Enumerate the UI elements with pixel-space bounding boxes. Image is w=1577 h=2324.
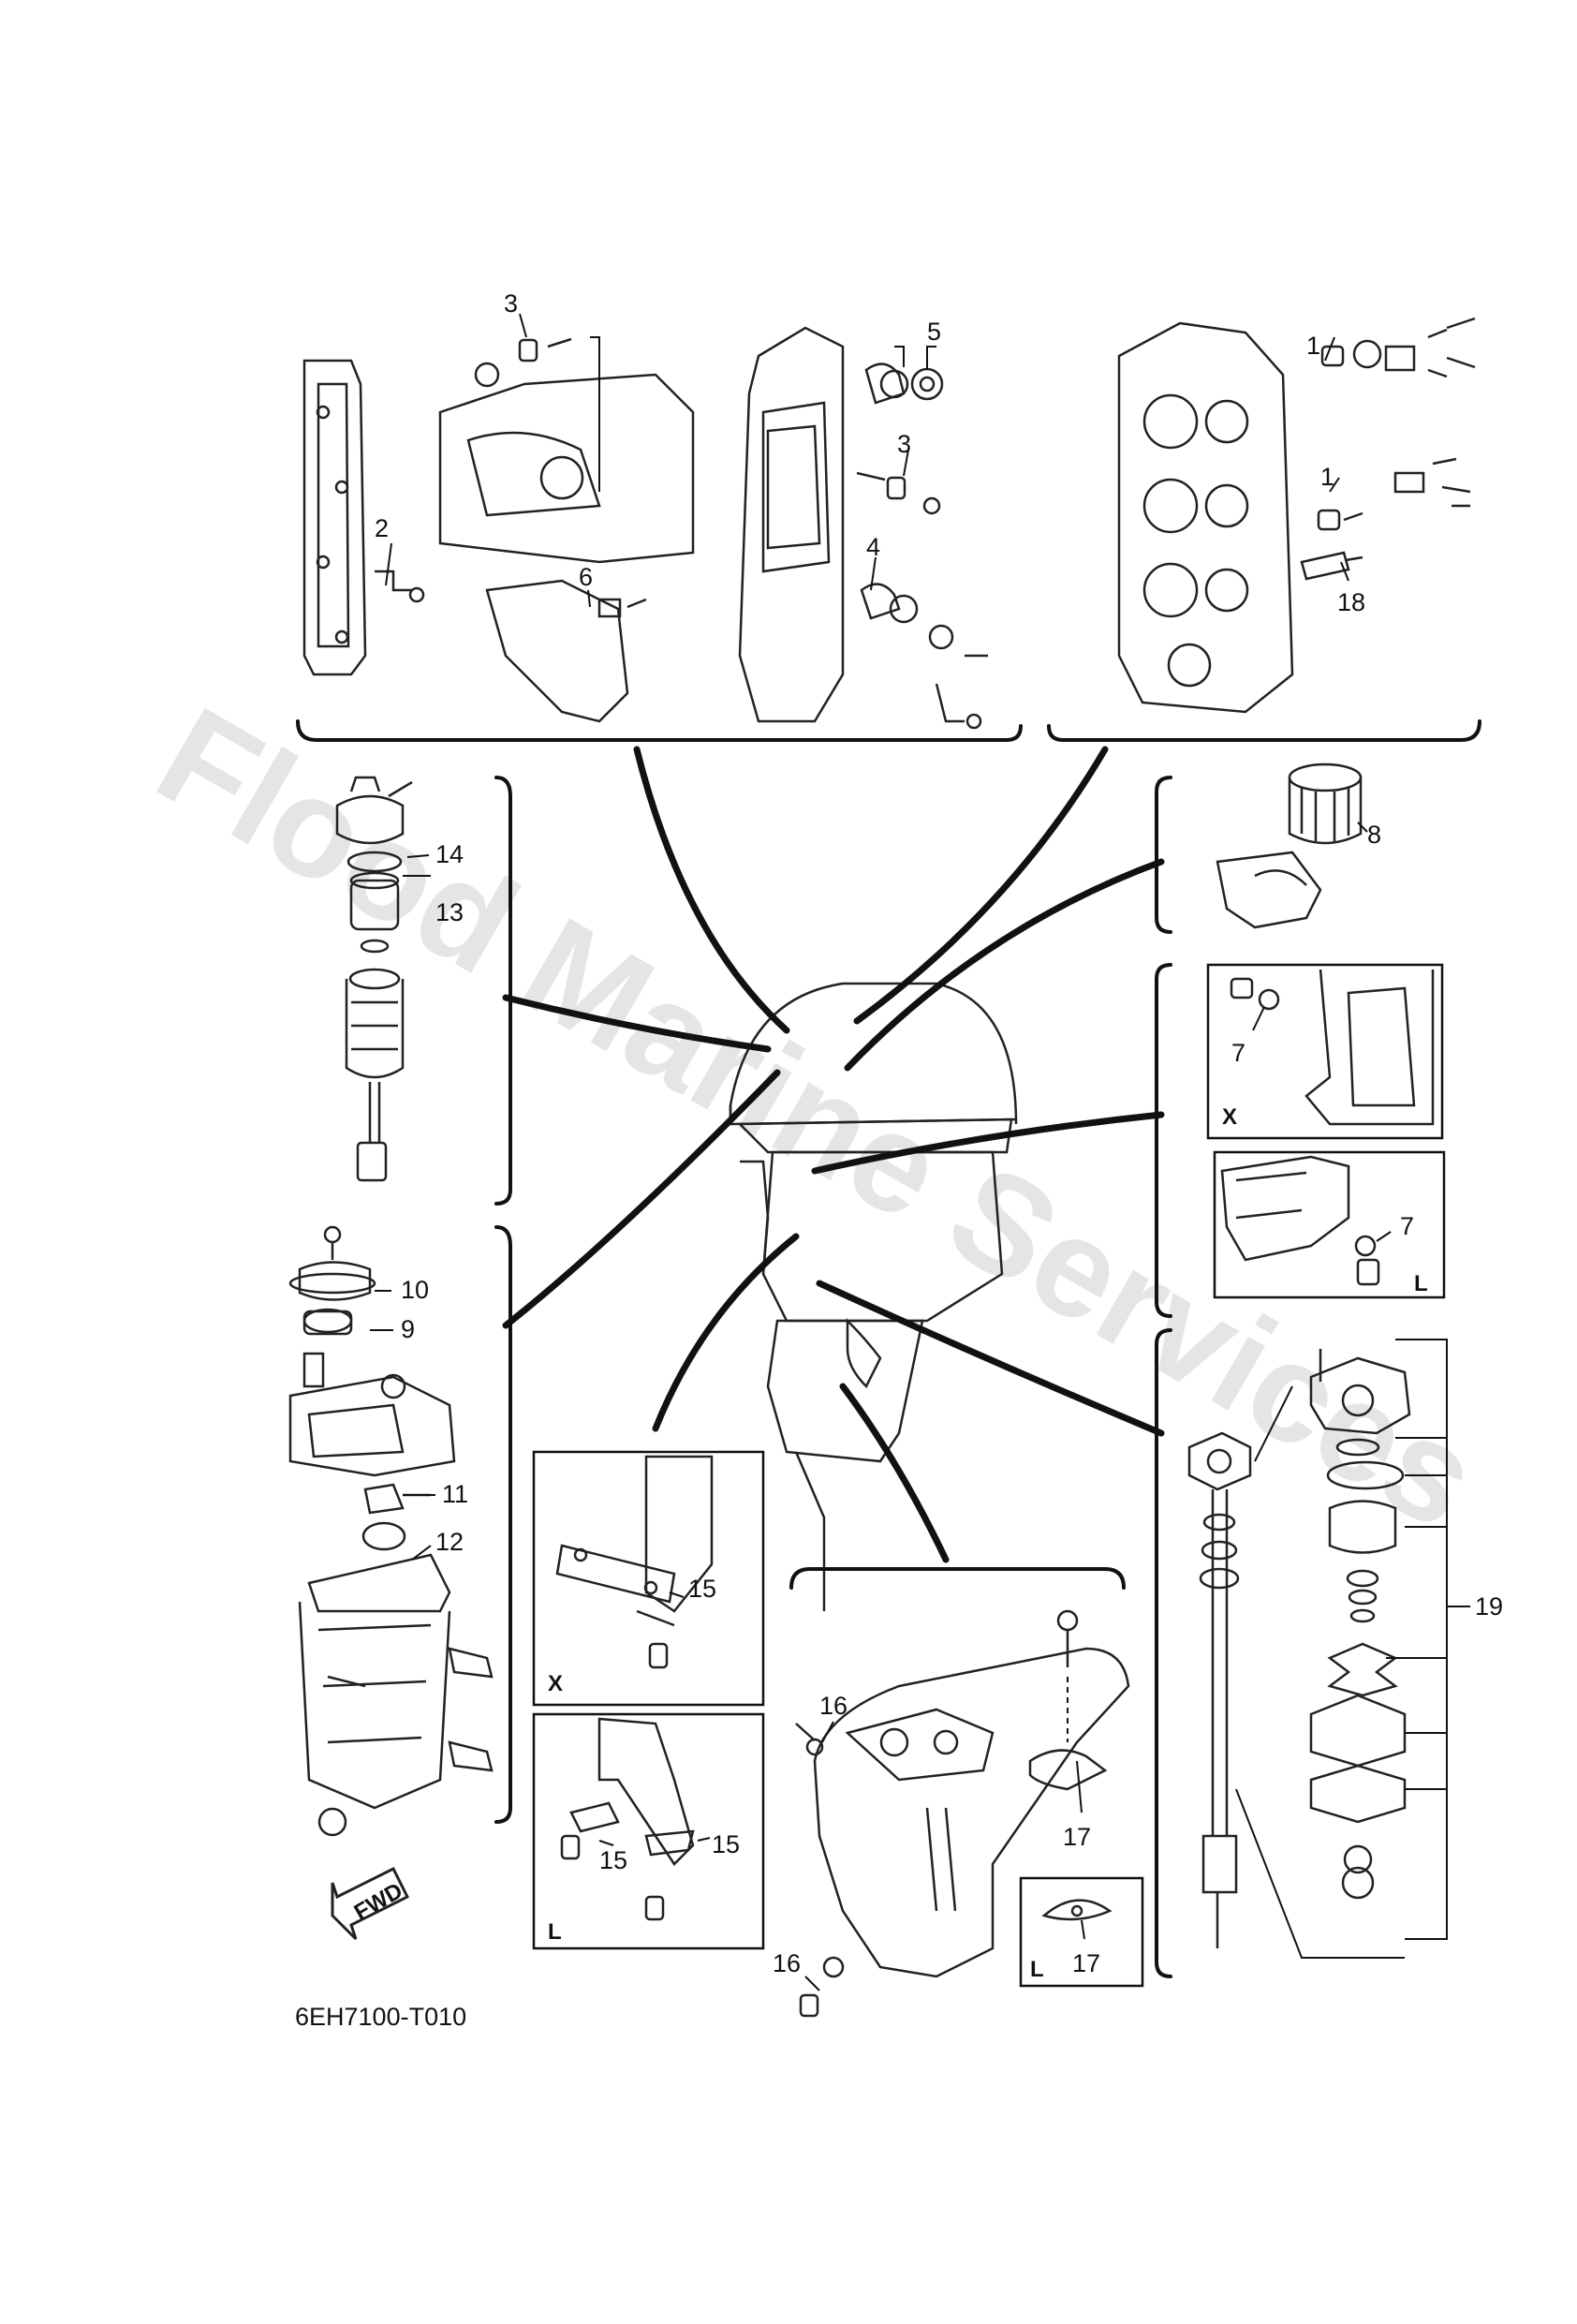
box-l-lower [1019, 1876, 1144, 1988]
callout-14: 14 [435, 840, 464, 868]
bracket-top-right [1047, 719, 1481, 742]
callout-10: 10 [401, 1276, 429, 1304]
group-19-line [1395, 1339, 1448, 1940]
callout-17a: 17 [1063, 1823, 1091, 1851]
callout-1a: 1 [1306, 332, 1320, 360]
part-block-upper [438, 336, 695, 723]
bracket-lower-unit [789, 1567, 1126, 1590]
anode-section: X L [532, 1450, 765, 1950]
diagram-code: 6EH7100-T010 [295, 2003, 466, 2031]
left-upper-section [335, 776, 512, 1206]
callout-8: 8 [1367, 821, 1381, 849]
callout-17b: 17 [1072, 1949, 1100, 1977]
part-exhaust-plate [738, 326, 988, 730]
box-x-plug [1206, 963, 1444, 1140]
lead-19-b [1235, 1788, 1405, 1959]
callout-9: 9 [401, 1315, 415, 1343]
part-anode-l [560, 1717, 695, 1921]
callout-13: 13 [435, 898, 464, 926]
variant-tag-l-plug: L [1414, 1271, 1428, 1296]
callout-5: 5 [927, 318, 941, 346]
callout-11: 11 [442, 1480, 468, 1508]
right-drain-section: X L [1155, 963, 1446, 1318]
box-l-plug [1213, 1150, 1446, 1299]
part-vapor-separator [288, 1225, 494, 1837]
part-exhaust-x [1230, 969, 1435, 1126]
right-oil-filter-section [1155, 762, 1363, 934]
callout-16b: 16 [773, 1949, 801, 1977]
callout-16a: 16 [819, 1692, 847, 1720]
bracket-left-lower [494, 1225, 512, 1824]
group-19-ticks [1386, 1437, 1470, 1790]
callout-3a: 3 [504, 289, 518, 318]
part-oil-filter [1216, 762, 1363, 929]
callout-15b: 15 [599, 1846, 627, 1874]
part-anode-x [555, 1455, 714, 1669]
callout-12: 12 [435, 1528, 464, 1556]
callout-1b: 1 [1320, 463, 1334, 491]
part-exhaust-l [1220, 1155, 1380, 1286]
callout-2: 2 [375, 514, 389, 542]
callout-15c: 15 [712, 1830, 740, 1858]
part-gasket-long [302, 359, 425, 676]
part-cylinder-head [1117, 317, 1476, 714]
part-fuel-filter [335, 776, 413, 1182]
top-section [296, 317, 1481, 742]
box-x-anode [532, 1450, 765, 1707]
variant-tag-l-lower: L [1030, 1957, 1044, 1982]
variant-tag-x-plug: X [1222, 1104, 1237, 1130]
leader-lines [370, 313, 1392, 1991]
callout-18: 18 [1337, 588, 1365, 616]
part-anode-lower-l [1041, 1899, 1113, 1921]
bracket-left-upper [494, 776, 512, 1206]
lead-19-a [1254, 1385, 1293, 1462]
variant-tag-x-anode: X [548, 1671, 563, 1696]
callout-7b: 7 [1400, 1212, 1414, 1240]
watermark-text: Flood Marine Services [133, 676, 1503, 1559]
variant-tag-l-anode: L [548, 1919, 562, 1945]
bracket-top-left [296, 719, 1023, 742]
callout-19: 19 [1475, 1592, 1503, 1621]
callout-6: 6 [579, 563, 593, 591]
callout-7a: 7 [1231, 1039, 1245, 1067]
bracket-right-oil [1155, 776, 1172, 934]
right-water-pump-section [1155, 1328, 1470, 1978]
part-lower-unit [795, 1609, 1130, 2018]
lower-unit-section: L [789, 1567, 1144, 2018]
bracket-right-pump [1155, 1328, 1172, 1978]
part-water-pump [1187, 1349, 1411, 1948]
callouts: 1 1 2 3 3 4 5 6 7 7 8 9 10 11 12 13 14 1… [375, 289, 1503, 1977]
connector-lines [502, 746, 1165, 1563]
box-l-anode [532, 1712, 765, 1950]
watermark: Flood Marine Services [133, 676, 1503, 1559]
callout-3b: 3 [897, 430, 911, 458]
callout-4: 4 [866, 533, 880, 561]
bracket-right-drain [1155, 963, 1172, 1318]
callout-15a: 15 [688, 1575, 716, 1603]
fwd-arrow-icon: FWD [331, 1866, 410, 1941]
